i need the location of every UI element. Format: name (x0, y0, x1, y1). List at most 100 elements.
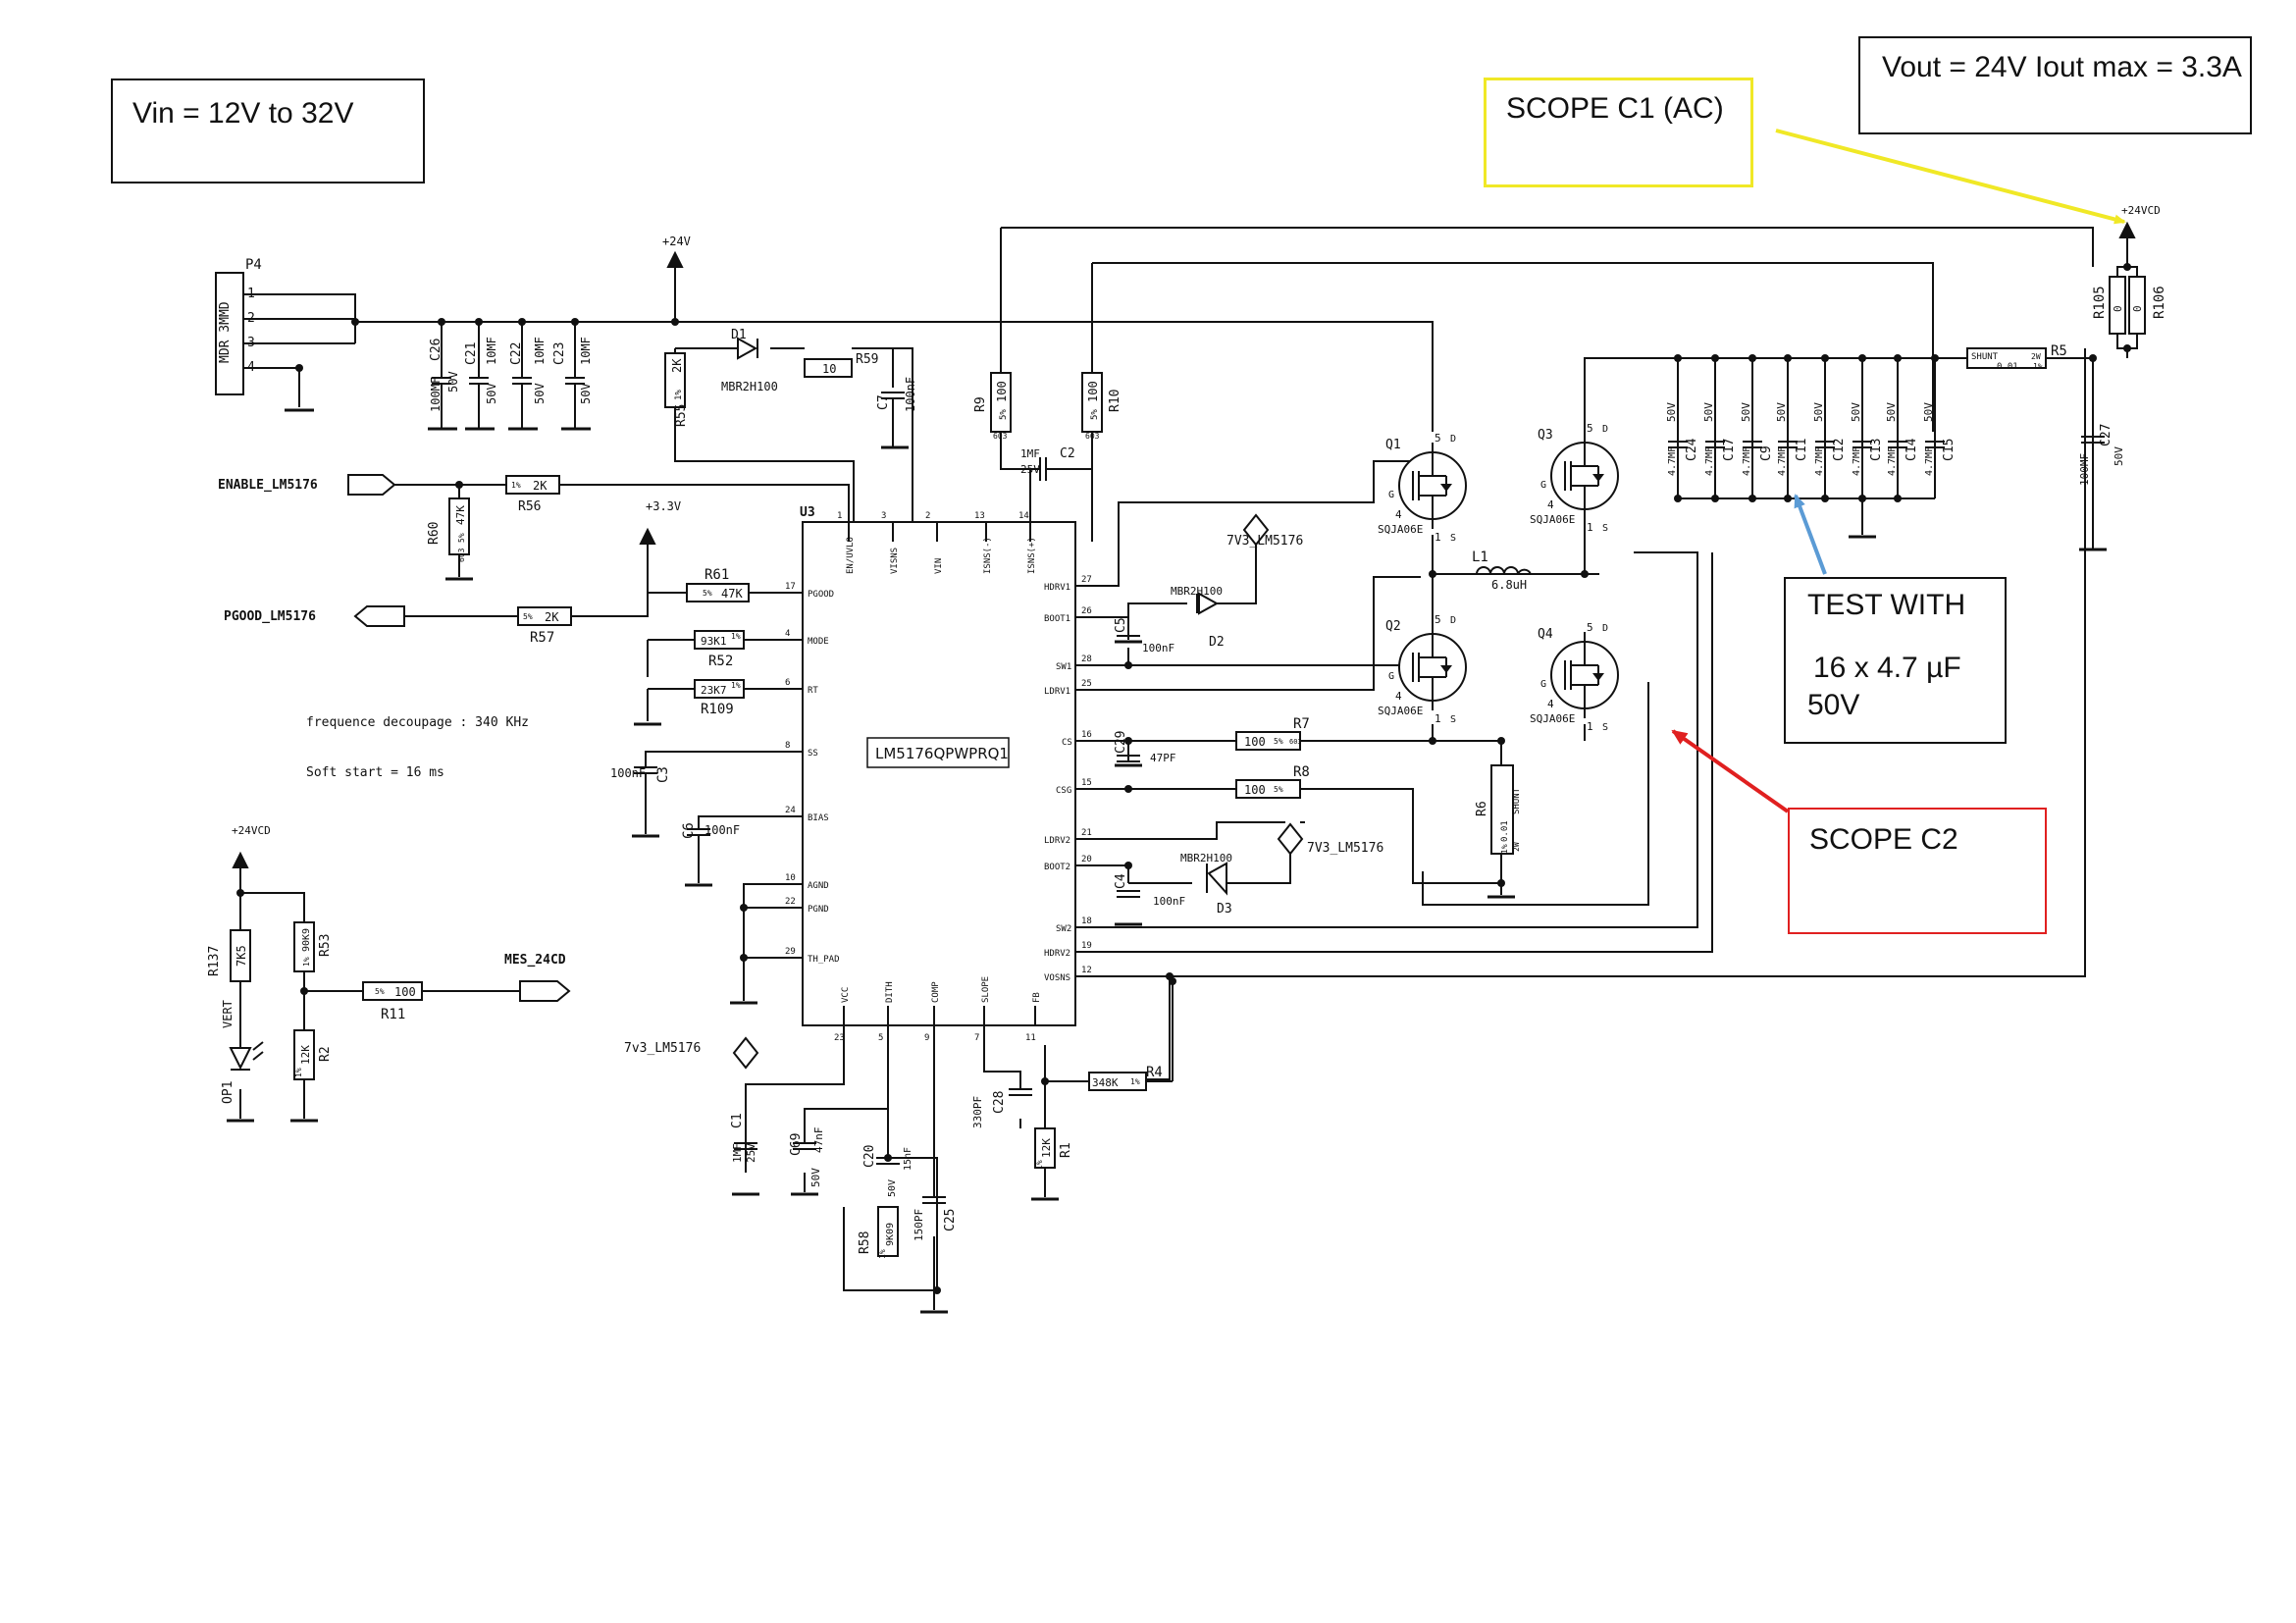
c21-ref: C21 (464, 342, 479, 365)
r5-power: 2W (2031, 352, 2041, 361)
ic-pin-num: 7 (974, 1033, 979, 1043)
r106-value: 0 (2131, 305, 2144, 312)
ic-pin-name: LDRV1 (1044, 687, 1070, 697)
scope-c2-arrow (1671, 729, 1790, 813)
l1-ref: L1 (1472, 550, 1488, 565)
net-v7-3: 7v3_LM5176 (624, 1041, 701, 1056)
r9-value: 100 (995, 381, 1009, 402)
mosfet-g-label: G (1388, 671, 1394, 682)
ic-pin-name: VIN (934, 558, 944, 574)
r7-body (1235, 731, 1301, 751)
c1-voltage: 25V (745, 1143, 757, 1163)
r61-ref: R61 (704, 567, 729, 583)
r56-value: 2K (533, 479, 548, 493)
ic-pin-name: ISNS(-) (983, 537, 993, 574)
r6-shunt-body (1490, 764, 1514, 855)
mosfet-s-label: S (1450, 714, 1456, 725)
c27-value: 100MF (2078, 453, 2091, 486)
output-cap-value: 4.7MF (1887, 446, 1898, 476)
r11-ref: R11 (381, 1007, 405, 1022)
mosfet-g-label: G (1388, 490, 1394, 500)
l1-value: 6.8uH (1491, 578, 1527, 592)
r9-ref: R9 (973, 396, 988, 412)
net-mes-flag (519, 980, 571, 1002)
c69-value: 47nF (812, 1127, 825, 1154)
mosfet-g-num: 4 (1547, 498, 1554, 511)
r53-value: 90K9 (301, 928, 312, 952)
output-cap-ref: C11 (1795, 439, 1809, 461)
r8-tol: 5% (1274, 785, 1283, 794)
mosfet-d-label: D (1602, 623, 1608, 634)
note-frequency: frequence decoupage : 340 KHz (306, 715, 529, 730)
ic-pin-num: 26 (1081, 606, 1092, 616)
v7-flag-3 (732, 1036, 759, 1070)
c1-ref: C1 (730, 1113, 745, 1128)
r2-body (293, 1029, 315, 1080)
mosfet-d-num: 5 (1435, 613, 1441, 626)
ground-symbols (227, 408, 2107, 1314)
ic-pin-name: PGOOD (808, 590, 834, 600)
p4-type: MDR 3MMD (218, 301, 233, 363)
c6-ref: C6 (681, 822, 697, 839)
c27-voltage: 50V (2113, 446, 2125, 466)
r7-value: 100 (1244, 735, 1266, 749)
r6-power: 2W (1512, 842, 1521, 852)
mosfet-ref: Q4 (1538, 627, 1553, 642)
p4-pin1: 1 (247, 287, 255, 301)
r109-value: 23K7 (701, 684, 727, 697)
c3-value: 100nF (610, 766, 646, 780)
p4-pin4: 4 (247, 360, 255, 375)
ic-pin-num: 15 (1081, 778, 1092, 788)
net-pgood-flag (353, 605, 405, 627)
r59-value: 10 (822, 362, 836, 376)
mosfet-part: SQJA06E (1530, 712, 1575, 725)
net-v7-1: 7V3_LM5176 (1226, 534, 1303, 549)
r52-value: 93K1 (701, 635, 727, 648)
ic-pin-name: CSG (1056, 786, 1071, 796)
ic-pin-num: 10 (785, 873, 796, 883)
ic-pin-name: HDRV2 (1044, 949, 1070, 959)
r55-tol: 1% (674, 390, 684, 400)
r58-tol: 1% (878, 1249, 887, 1259)
c23-value: 10MF (579, 337, 593, 365)
c23-voltage: 50V (579, 383, 593, 404)
r55-ref: R55 (674, 404, 689, 427)
ic-pin-name: EN/UVLO (846, 537, 856, 574)
net-v7-2: 7V3_LM5176 (1307, 841, 1383, 856)
output-cap-ref: C12 (1832, 439, 1847, 461)
r5-ref: R5 (2051, 343, 2067, 359)
r61-tol: 5% (703, 589, 712, 598)
c20-ref: C20 (862, 1145, 877, 1168)
output-cap-ref: C14 (1905, 438, 1919, 461)
output-cap-ref: C24 (1685, 438, 1699, 461)
ic-pin-num: 13 (974, 511, 985, 521)
ic-pin-num: 24 (785, 806, 796, 815)
r52-tol: 1% (731, 632, 741, 641)
c20-value: 15nF (903, 1147, 913, 1171)
ic-pin-name: LDRV2 (1044, 836, 1070, 846)
c27-ref: C27 (2099, 424, 2113, 446)
output-cap-voltage: 50V (1922, 402, 1935, 422)
r60-tol: 5% (457, 533, 466, 543)
ic-pin-num: 22 (785, 897, 796, 907)
r1-value: 12K (1040, 1138, 1053, 1158)
r105-ref: R105 (2092, 286, 2108, 319)
ic-pin-name: VISNS (890, 548, 900, 574)
ic-pin-name: CS (1062, 738, 1072, 748)
inductor-l1 (1476, 566, 1532, 575)
mosfet-g-num: 4 (1547, 698, 1554, 710)
r53-body (293, 921, 315, 972)
r4-body (1088, 1072, 1147, 1091)
ic-pin-num: 25 (1081, 679, 1092, 689)
mosfet-s-label: S (1450, 533, 1456, 544)
r109-tol: 1% (731, 681, 741, 690)
r56-ref: R56 (518, 499, 541, 514)
scope-c2-callout: SCOPE C2 (1788, 808, 2047, 934)
output-cap-value: 4.7MF (1742, 446, 1752, 476)
ic-pin-name: SW1 (1056, 662, 1071, 672)
